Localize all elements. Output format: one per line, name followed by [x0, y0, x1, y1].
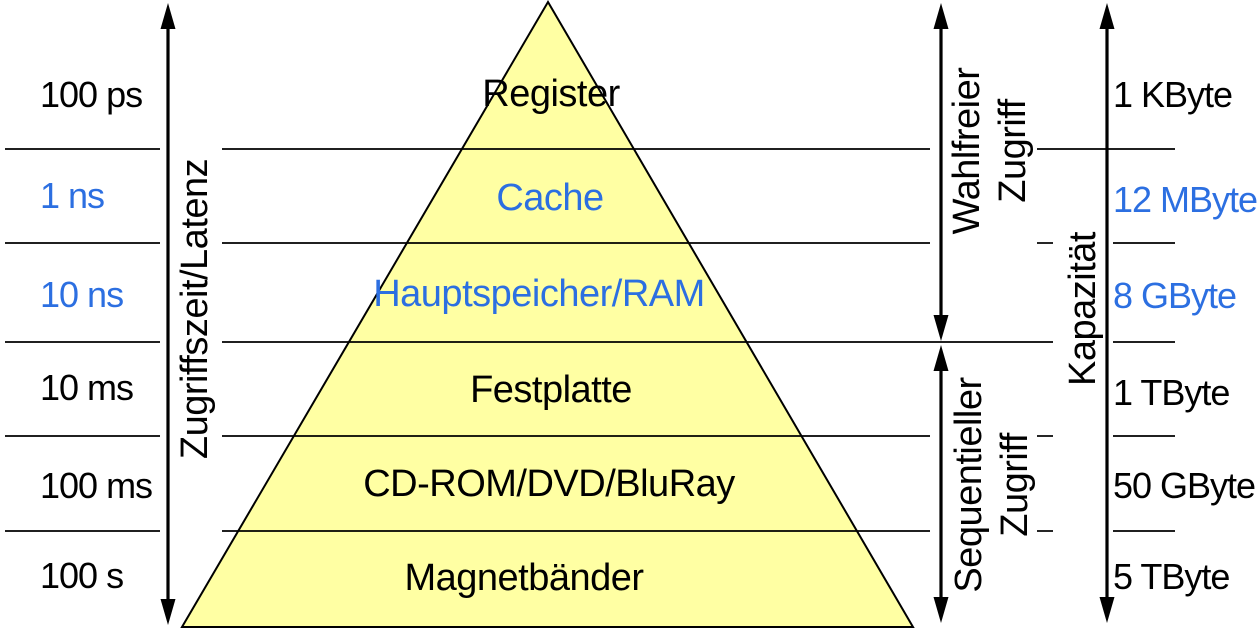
access-time-label: 10 ns [40, 274, 124, 316]
level-name-label: Festplatte [470, 369, 632, 412]
access-time-label: 100 s [40, 555, 124, 597]
capacity-label: 1 KByte [1113, 74, 1233, 116]
capacity-label: 50 GByte [1113, 465, 1256, 507]
access-time-label: 100 ms [40, 465, 153, 507]
sequential-access-label-line2: Zugriff [994, 433, 1036, 537]
random-access-label: Wahlfreier Zugriff [944, 68, 1036, 235]
random-access-label-line2: Zugriff [992, 99, 1034, 203]
level-separator-lines [5, 148, 1175, 532]
capacity-axis-label: Kapazität [1062, 232, 1104, 386]
random-access-arrow [933, 3, 949, 341]
access-time-label: 10 ms [40, 367, 134, 409]
capacity-label: 1 TByte [1113, 372, 1230, 414]
latency-axis-arrow [160, 3, 176, 625]
level-name-label: Magnetbänder [404, 557, 644, 600]
level-name-label: CD-ROM/DVD/BluRay [363, 463, 735, 506]
pyramid-shape [180, 0, 915, 628]
access-time-label: 100 ps [40, 74, 143, 116]
capacity-axis-arrow [1099, 3, 1115, 623]
sequential-access-label: Sequentieller Zugriff [946, 377, 1038, 592]
sequential-access-arrow [933, 345, 949, 623]
level-name-label: Hauptspeicher/RAM [373, 273, 705, 316]
random-access-label-line1: Wahlfreier [946, 67, 988, 235]
level-name-label: Cache [496, 177, 604, 220]
capacity-label: 8 GByte [1113, 275, 1237, 317]
capacity-label: 12 MByte [1113, 179, 1258, 221]
level-name-label: Register [482, 73, 620, 116]
access-time-label: 1 ns [40, 175, 105, 217]
latency-axis-label: Zugriffszeit/Latenz [174, 158, 216, 460]
sequential-access-label-line1: Sequentieller [948, 377, 990, 593]
capacity-label: 5 TByte [1113, 556, 1230, 598]
